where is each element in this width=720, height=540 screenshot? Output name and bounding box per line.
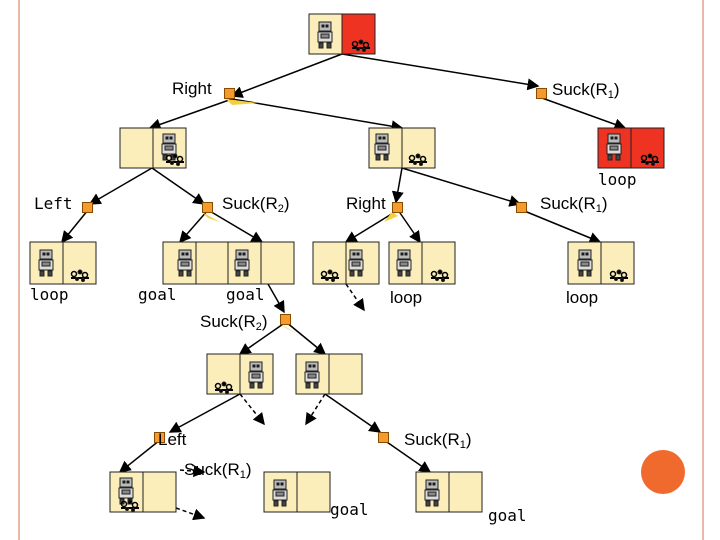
label-goal-3: goal [330, 500, 369, 519]
action-node-suck1-2 [516, 202, 527, 213]
state-j [206, 353, 274, 395]
label-left-4: Left [158, 430, 187, 449]
label-goal-4: goal [488, 506, 527, 525]
edge-c-suck [267, 283, 285, 314]
action-node-right-2 [392, 202, 403, 213]
action-node-left-4 [154, 432, 165, 443]
label-right-2: Right [346, 194, 386, 213]
label-suck1-1: Suck(R1) [552, 80, 620, 101]
slide-border-right [702, 0, 704, 540]
state-k [295, 353, 363, 395]
label-goal-2: goal [226, 285, 265, 304]
state-e [162, 241, 230, 285]
label-right-1: Right [172, 79, 212, 98]
state-d [29, 241, 97, 285]
label-suck1-5: Suck(R1) [184, 460, 252, 481]
state-n [415, 471, 483, 513]
edge-root-right [230, 53, 343, 98]
slide-border-left [18, 0, 20, 540]
label-loop-1: loop [30, 285, 69, 304]
state-root [308, 13, 376, 55]
label-suck1-2: Suck(R1) [540, 194, 608, 215]
edge-b-suck [401, 167, 522, 207]
edge-e-suck [324, 393, 382, 433]
label-loop-2: loop [390, 288, 423, 307]
state-c [597, 127, 665, 169]
edge-b-right [391, 167, 404, 204]
action-node-suck2-3 [280, 314, 291, 325]
state-i [567, 241, 635, 285]
edge-a-suck [151, 167, 206, 205]
label-loop-3: loop [566, 288, 599, 307]
state-h [388, 241, 456, 285]
state-f [227, 241, 295, 285]
label-loop-top: loop [598, 170, 637, 189]
state-g [312, 241, 380, 285]
edge-d-left [168, 393, 241, 433]
label-left-2: Left [34, 194, 73, 213]
state-a [119, 127, 187, 169]
label-suck2-3: Suck(R2) [200, 312, 268, 333]
state-l [109, 471, 177, 513]
state-b [368, 127, 436, 169]
action-node-suck2-2 [202, 202, 213, 213]
action-node-suck1-4 [378, 432, 389, 443]
edge-root-suck [341, 53, 540, 91]
action-node-suck1-1 [536, 88, 547, 99]
edge-a-left [88, 167, 153, 205]
label-suck2-2: Suck(R2) [222, 194, 290, 215]
label-suck1-4: Suck(R1) [404, 430, 472, 451]
decorative-circle [641, 450, 685, 494]
action-node-right-1 [224, 88, 235, 99]
action-node-left-2 [82, 202, 93, 213]
state-m [263, 471, 331, 513]
label-goal-1: goal [138, 285, 177, 304]
